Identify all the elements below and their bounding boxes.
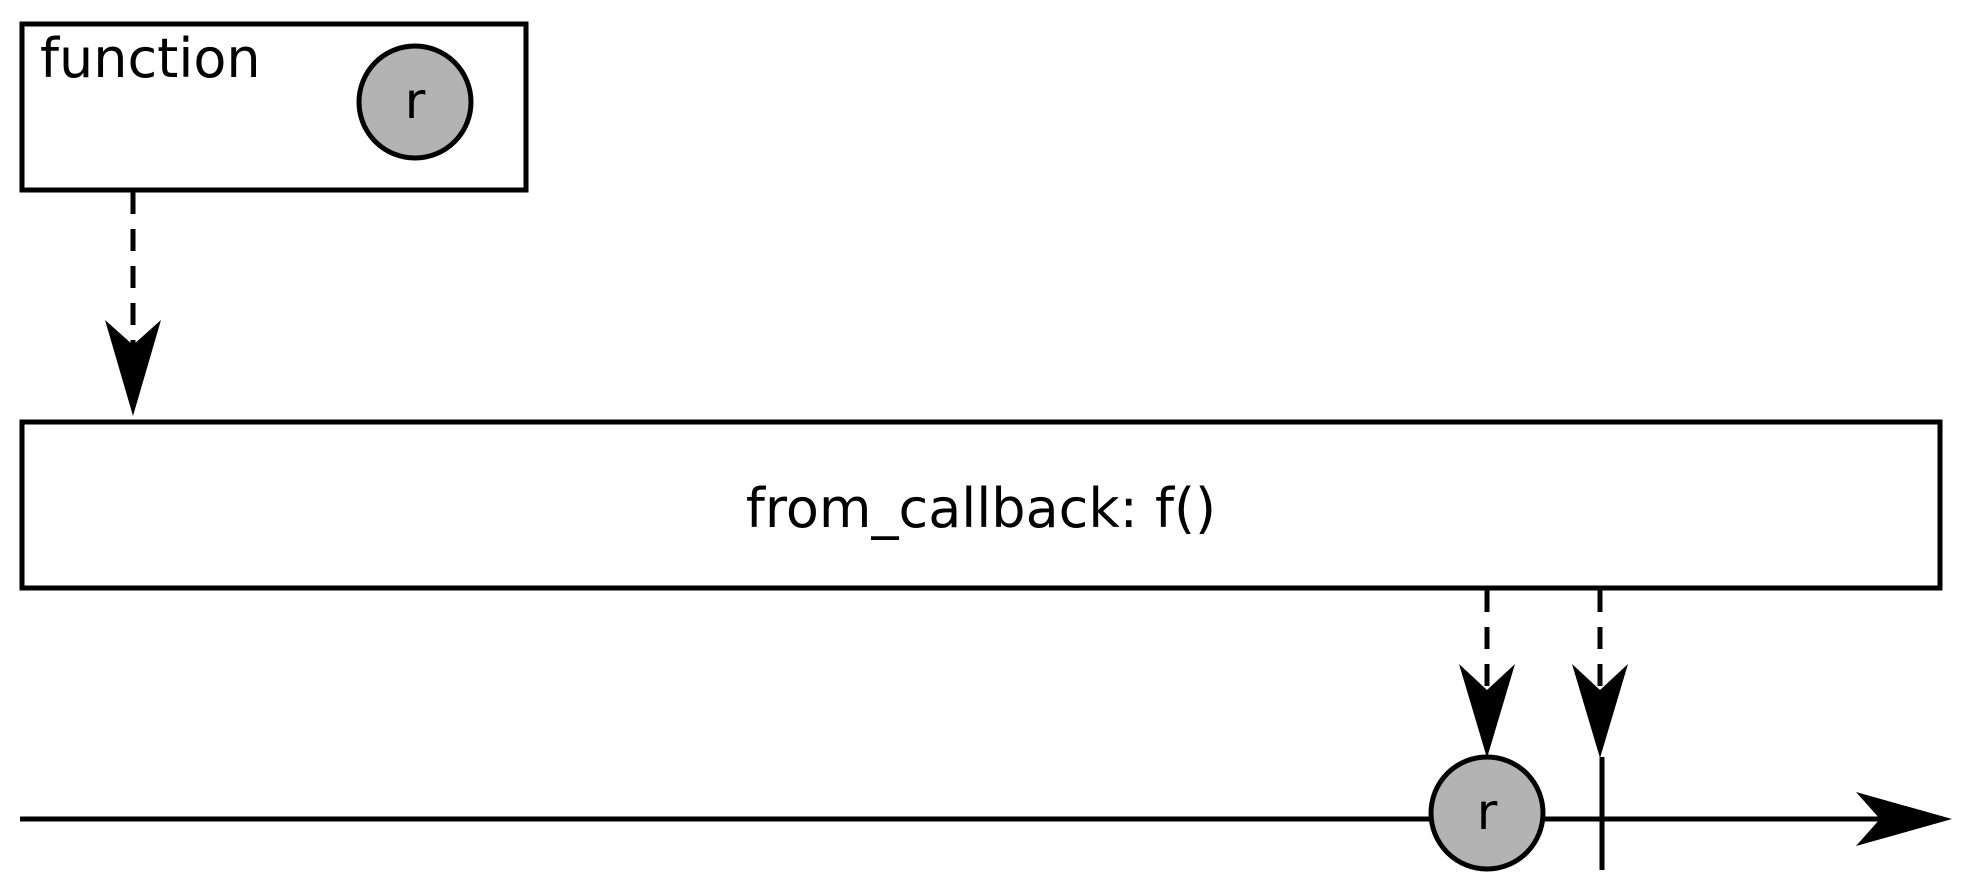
arrowhead-icon — [1572, 664, 1628, 758]
function-item-marble: r — [356, 43, 474, 161]
function-item-label: r — [405, 72, 426, 130]
arrowhead-icon — [105, 320, 161, 416]
output-timeline: r — [20, 754, 1952, 872]
output-item-marble: r — [1428, 754, 1546, 872]
output-item-label: r — [1477, 783, 1498, 841]
operator-to-completion-arrow — [1572, 590, 1628, 758]
operator-to-item-arrow — [1459, 590, 1515, 758]
input-to-operator-arrow — [105, 192, 161, 416]
operator-box-label: from_callback: f() — [746, 477, 1216, 540]
function-box-label: function — [40, 27, 261, 90]
timeline-arrowhead-icon — [1856, 792, 1952, 846]
arrowhead-icon — [1459, 664, 1515, 758]
operator-box-frame — [19, 419, 1943, 591]
operator-box: from_callback: f() — [19, 419, 1943, 591]
function-box: function r — [19, 21, 529, 193]
